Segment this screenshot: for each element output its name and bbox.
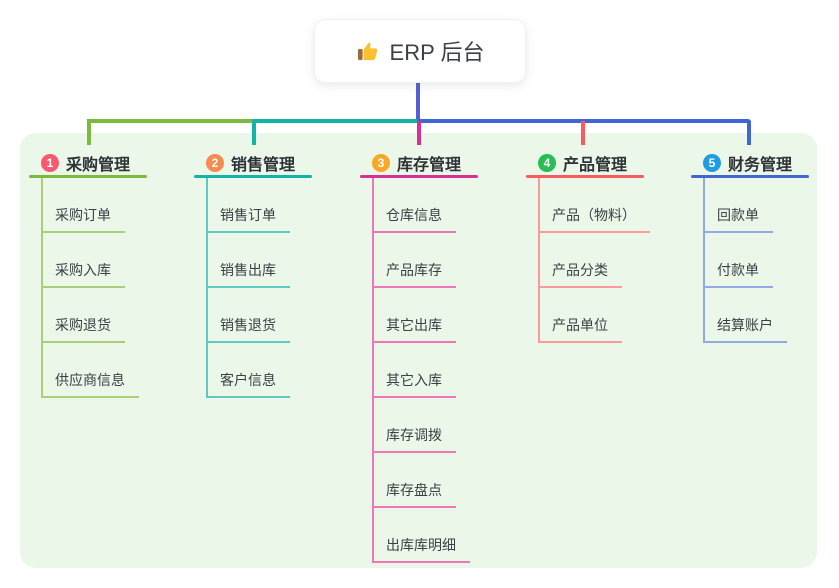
child-node-product-category[interactable]: 产品分类	[538, 260, 622, 288]
child-node-stock-transfer[interactable]: 库存调拨	[372, 425, 456, 453]
child-node-supplier-info[interactable]: 供应商信息	[41, 370, 139, 398]
branch-badge-4: 4	[538, 153, 556, 172]
connector-drop-finance	[747, 121, 751, 145]
connector-drop-sales	[252, 121, 256, 145]
branch-sales: 2 销售管理 销售订单 销售出库 销售退货 客户信息	[194, 150, 312, 398]
branch-title-label: 采购管理	[66, 156, 131, 174]
thumbs-up-icon	[356, 39, 380, 63]
child-node-outbound-detail[interactable]: 出库库明细	[372, 535, 470, 563]
branch-badge-3: 3	[372, 153, 390, 172]
branch-children: 采购订单 采购入库 采购退货 供应商信息	[41, 178, 147, 398]
child-node-purchase-inbound[interactable]: 采购入库	[41, 260, 125, 288]
branch-product: 4 产品管理 产品（物料） 产品分类 产品单位	[526, 150, 650, 343]
branch-underline	[29, 175, 147, 178]
branch-purchase: 1 采购管理 采购订单 采购入库 采购退货 供应商信息	[29, 150, 147, 398]
branch-badge-5: 5	[703, 153, 721, 172]
mindmap-panel	[20, 133, 817, 568]
child-node-settlement-account[interactable]: 结算账户	[703, 315, 787, 343]
branch-title-label: 产品管理	[563, 156, 628, 174]
child-node-product-material[interactable]: 产品（物料）	[538, 205, 650, 233]
branch-children: 仓库信息 产品库存 其它出库 其它入库 库存调拨 库存盘点 出库库明细	[372, 178, 478, 563]
branch-title-product[interactable]: 4 产品管理	[526, 150, 644, 175]
child-node-product-unit[interactable]: 产品单位	[538, 315, 622, 343]
child-node-other-outbound[interactable]: 其它出库	[372, 315, 456, 343]
connector-drop-purchase	[87, 121, 91, 145]
connector-drop-inventory	[417, 121, 421, 145]
branch-underline	[526, 175, 644, 178]
child-node-sales-order[interactable]: 销售订单	[206, 205, 290, 233]
branch-badge-1: 1	[41, 153, 59, 172]
branch-title-label: 财务管理	[728, 156, 793, 174]
child-node-stock-taking[interactable]: 库存盘点	[372, 480, 456, 508]
branch-finance: 5 财务管理 回款单 付款单 结算账户	[691, 150, 809, 343]
connector-segment-sales	[252, 119, 419, 123]
connector-drop-product	[581, 121, 585, 145]
branch-underline	[360, 175, 478, 178]
branch-title-purchase[interactable]: 1 采购管理	[29, 150, 147, 175]
branch-children: 产品（物料） 产品分类 产品单位	[538, 178, 650, 343]
branch-underline	[194, 175, 312, 178]
child-node-product-stock[interactable]: 产品库存	[372, 260, 456, 288]
branch-title-label: 库存管理	[397, 156, 462, 174]
branch-children: 回款单 付款单 结算账户	[703, 178, 809, 343]
branch-title-sales[interactable]: 2 销售管理	[194, 150, 312, 175]
branch-underline	[691, 175, 809, 178]
child-node-warehouse-info[interactable]: 仓库信息	[372, 205, 456, 233]
connector-segment-purchase	[87, 119, 254, 123]
root-connector-stem	[416, 82, 420, 119]
branch-badge-2: 2	[206, 153, 224, 172]
root-node[interactable]: ERP 后台	[315, 20, 525, 82]
branch-title-inventory[interactable]: 3 库存管理	[360, 150, 478, 175]
child-node-purchase-order[interactable]: 采购订单	[41, 205, 125, 233]
child-node-sales-return[interactable]: 销售退货	[206, 315, 290, 343]
child-node-other-inbound[interactable]: 其它入库	[372, 370, 456, 398]
branch-children: 销售订单 销售出库 销售退货 客户信息	[206, 178, 312, 398]
branch-title-label: 销售管理	[231, 156, 296, 174]
child-node-customer-info[interactable]: 客户信息	[206, 370, 290, 398]
root-node-label: ERP 后台	[389, 40, 485, 65]
branch-title-finance[interactable]: 5 财务管理	[691, 150, 809, 175]
branch-inventory: 3 库存管理 仓库信息 产品库存 其它出库 其它入库 库存调拨 库存盘点 出库库…	[360, 150, 478, 563]
child-node-payment-bill[interactable]: 付款单	[703, 260, 773, 288]
child-node-receipt-bill[interactable]: 回款单	[703, 205, 773, 233]
child-node-purchase-return[interactable]: 采购退货	[41, 315, 125, 343]
child-node-sales-outbound[interactable]: 销售出库	[206, 260, 290, 288]
